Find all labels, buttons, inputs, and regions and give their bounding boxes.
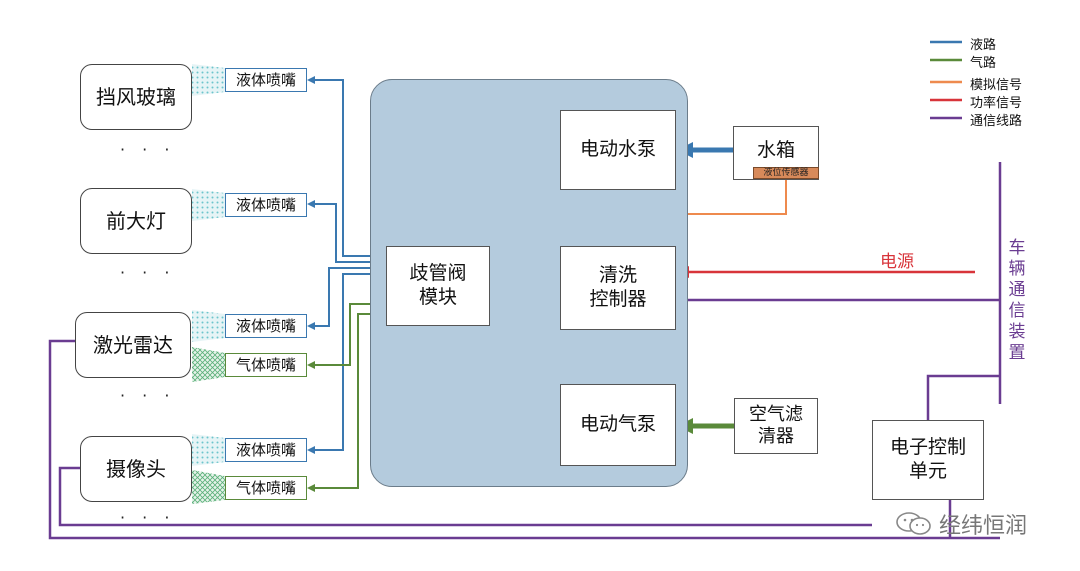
chat-bubbles-icon: [895, 511, 933, 537]
nozzle-camera-liquid: 液体喷嘴: [225, 438, 307, 462]
nozzle-camera-gas: 气体喷嘴: [225, 476, 307, 500]
nozzle-windshield-liquid: 液体喷嘴: [225, 68, 307, 92]
vehicle-comm-label: 车辆通信装置: [1008, 238, 1026, 363]
legend-lines: [930, 40, 962, 120]
air-filter: 空气滤 清器: [734, 398, 818, 454]
legend-gas: 气路: [970, 56, 997, 71]
target-windshield: 挡风玻璃: [80, 64, 192, 130]
wash-controller: 清洗 控制器: [560, 246, 676, 330]
air-pump: 电动气泵: [560, 384, 676, 466]
nozzle-headlight-liquid: 液体喷嘴: [225, 193, 307, 217]
level-sensor: 液位传感器: [753, 167, 819, 179]
comm-lines: [48, 162, 1002, 540]
liquid-lines: [307, 76, 376, 454]
legend-comm: 通信线路: [970, 114, 1023, 129]
ellipsis-3: · · ·: [120, 386, 176, 405]
legend-power: 功率信号: [970, 96, 1023, 111]
target-lidar: 激光雷达: [75, 312, 191, 378]
water-pump: 电动水泵: [560, 110, 676, 190]
spray-cones: [192, 64, 225, 504]
manifold-module: 歧管阀 模块: [386, 246, 490, 326]
ellipsis-2: · · ·: [120, 263, 176, 282]
nozzle-lidar-liquid: 液体喷嘴: [225, 314, 307, 338]
target-camera: 摄像头: [80, 436, 192, 502]
watermark-text: 经纬恒润: [939, 514, 1028, 539]
nozzle-lidar-gas: 气体喷嘴: [225, 353, 307, 377]
ellipsis-1: · · ·: [120, 140, 176, 159]
power-source-label: 电源: [880, 252, 914, 272]
target-headlight: 前大灯: [80, 188, 192, 254]
legend-analog: 模拟信号: [970, 78, 1023, 93]
watermark: 经纬恒润: [895, 508, 1027, 540]
gas-lines: [307, 303, 376, 492]
ellipsis-4: · · ·: [120, 508, 176, 527]
legend-liquid: 液路: [970, 38, 997, 53]
electronic-control-unit: 电子控制 单元: [872, 420, 984, 500]
